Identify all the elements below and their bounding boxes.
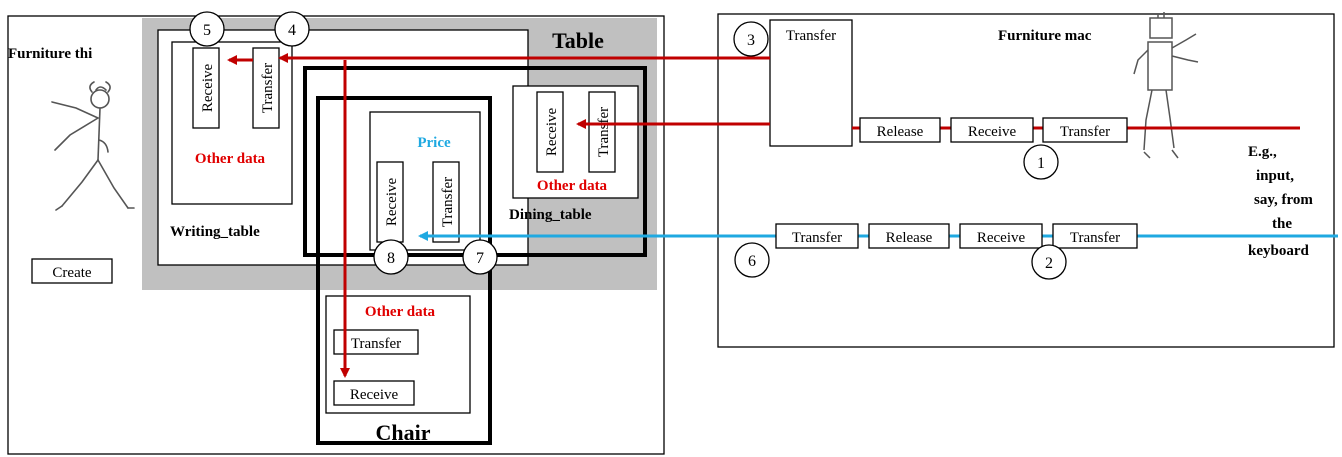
machine-release-box-upper (859, 117, 941, 143)
price-transfer-box (432, 161, 460, 243)
dancer-figure-icon (51, 81, 135, 211)
writing-table-label: Writing_table (170, 224, 260, 240)
marker-8: 8 (373, 239, 409, 275)
price-receive-label: Receive (384, 178, 400, 227)
machine-transfer-label-lower-right: Transfer (1070, 230, 1120, 246)
chair-title: Chair (376, 420, 431, 445)
marker-7: 7 (462, 239, 498, 275)
price-transfer-label: Transfer (440, 177, 456, 227)
chair-transfer-box (333, 329, 419, 355)
input-note-line-2: input, (1256, 168, 1294, 184)
machine-receive-label-lower: Receive (977, 230, 1026, 246)
machine-transfer-label: Transfer (786, 28, 836, 44)
input-note-line-5: keyboard (1248, 243, 1310, 259)
chair-receive-label: Receive (350, 387, 399, 403)
marker-4-label: 4 (288, 22, 296, 39)
marker-3: 3 (733, 21, 769, 57)
machine-release-label-lower: Release (886, 230, 933, 246)
machine-transfer-label-lower-left: Transfer (792, 230, 842, 246)
machine-release-box-lower (868, 223, 950, 249)
input-note: E.g., input, say, from the keyboard (1248, 144, 1313, 259)
machine-release-label-upper: Release (877, 124, 924, 140)
machine-transfer-box (769, 19, 853, 147)
machine-transfer-box-lower-left (775, 223, 859, 249)
dining-receive-box (536, 91, 564, 173)
dining-transfer-box (588, 91, 616, 173)
writing-transfer-label: Transfer (260, 63, 276, 113)
writing-receive-label: Receive (200, 64, 216, 113)
machine-receive-box-upper (950, 117, 1034, 143)
marker-5: 5 (189, 11, 225, 47)
machine-transfer-box-upper (1042, 117, 1128, 143)
chair-transfer-label: Transfer (351, 336, 401, 352)
dining-receive-label: Receive (544, 108, 560, 157)
writing-other-data: Other data (195, 151, 266, 167)
machine-transfer-box-lower-right (1052, 223, 1138, 249)
marker-1: 1 (1023, 144, 1059, 180)
dining-transfer-label: Transfer (596, 107, 612, 157)
create-label: Create (52, 265, 91, 281)
writing-transfer-box (252, 47, 280, 129)
machine-receive-box-lower (959, 223, 1043, 249)
dining-inner-box (512, 85, 639, 199)
furniture-thing-title: Furniture thi (8, 46, 92, 62)
input-note-line-1: E.g., (1248, 144, 1277, 160)
marker-4: 4 (274, 11, 310, 47)
marker-2: 2 (1031, 244, 1067, 280)
marker-6: 6 (734, 242, 770, 278)
chair-receive-box (333, 380, 415, 406)
input-note-line-4: the (1272, 216, 1292, 232)
marker-2-label: 2 (1045, 255, 1053, 272)
writing-receive-box (192, 47, 220, 129)
marker-7-label: 7 (476, 250, 484, 267)
robot-figure-icon (1133, 12, 1199, 159)
machine-transfer-label-upper: Transfer (1060, 124, 1110, 140)
marker-3-label: 3 (747, 32, 755, 49)
price-label: Price (417, 135, 451, 151)
input-note-line-3: say, from (1254, 192, 1313, 208)
price-receive-box (376, 161, 404, 243)
furniture-machine-title: Furniture mac (998, 28, 1092, 44)
marker-8-label: 8 (387, 250, 395, 267)
marker-6-label: 6 (748, 253, 756, 270)
machine-receive-label-upper: Receive (968, 124, 1017, 140)
dining-table-label: Dining_table (509, 207, 592, 223)
marker-5-label: 5 (203, 22, 211, 39)
table-title: Table (552, 28, 604, 53)
marker-1-label: 1 (1037, 155, 1045, 172)
chair-other-data: Other data (365, 304, 436, 320)
dining-other-data: Other data (537, 178, 608, 194)
create-button[interactable] (31, 258, 113, 284)
